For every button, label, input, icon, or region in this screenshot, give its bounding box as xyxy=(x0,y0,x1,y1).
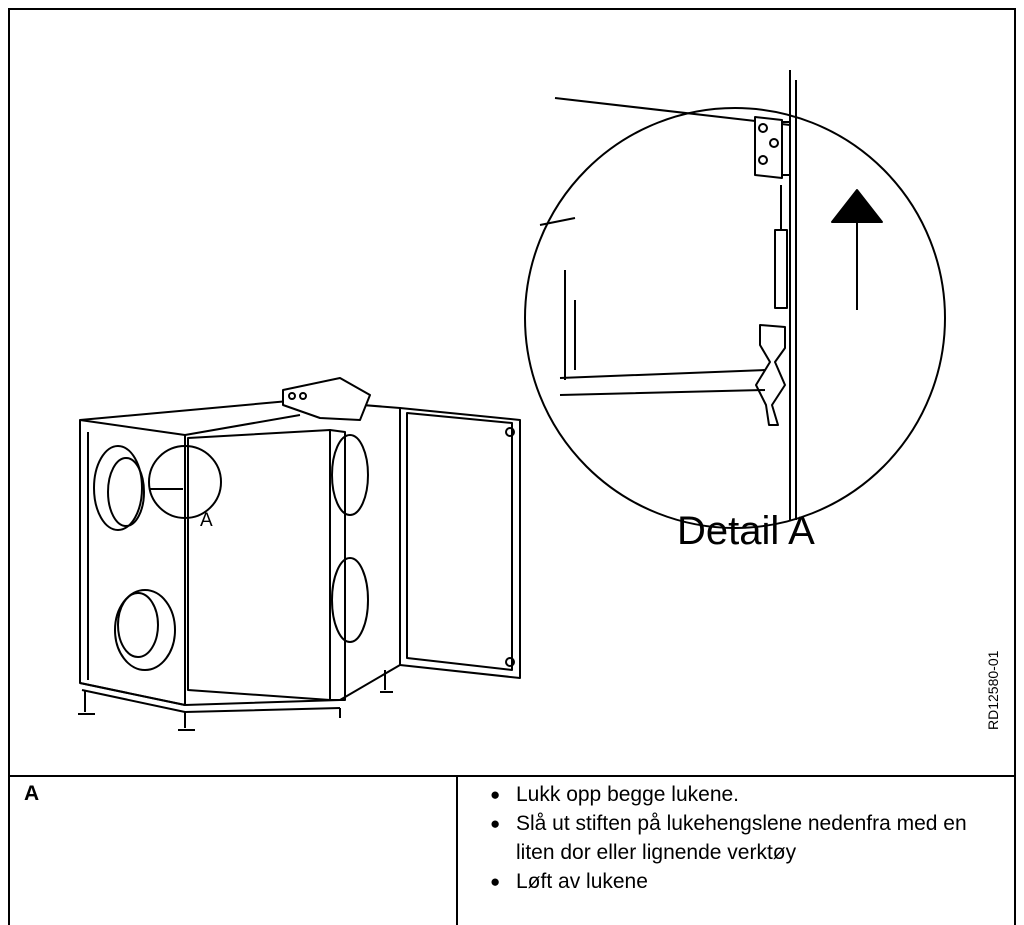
instruction-step: Løft av lukene xyxy=(490,867,1010,896)
unit-illustration: A Detail A RD12580-01 xyxy=(78,70,1001,731)
legend-divider xyxy=(456,777,458,925)
instruction-step: Slå ut stiften på lukehengslene nedenfra… xyxy=(490,809,1010,867)
detail-a-illustration xyxy=(524,70,946,529)
callout-label: A xyxy=(200,510,213,531)
detail-caption: Detail A xyxy=(677,509,815,553)
reference-code: RD12580-01 xyxy=(985,650,1001,730)
cabinet-illustration xyxy=(78,377,521,731)
instruction-list: Lukk opp begge lukene. Slå ut stiften på… xyxy=(490,780,1010,896)
legend-table: A Lukk opp begge lukene. Slå ut stiften … xyxy=(8,775,1016,925)
figure-frame xyxy=(8,8,1016,775)
instruction-step: Lukk opp begge lukene. xyxy=(490,780,1010,809)
legend-key: A xyxy=(24,782,40,805)
